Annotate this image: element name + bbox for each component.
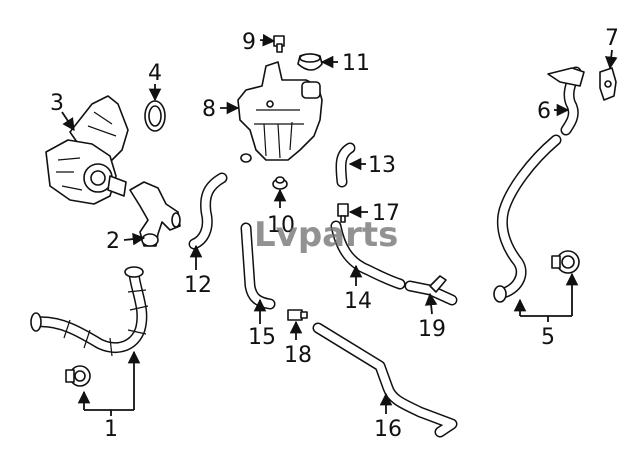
callout-12: 12: [184, 273, 212, 298]
callout-labels: 1 2 3 4 5 6 7 8 9 10 11 12 13 14 15 16 1…: [50, 26, 619, 442]
part-17-connector: [337, 203, 349, 223]
part-14-hose: [330, 220, 406, 290]
callout-9: 9: [242, 30, 256, 55]
part-6-upper-hose: [547, 66, 585, 136]
part-11-reservoir-cap: [297, 53, 323, 71]
callout-15: 15: [248, 325, 276, 350]
callout-11: 11: [342, 51, 370, 76]
callout-8: 8: [202, 97, 216, 122]
part-16-heater-hose: [312, 322, 458, 438]
part-19-y-hose: [404, 275, 458, 306]
part-5-hose-clamp: [551, 250, 580, 274]
callout-10: 10: [267, 213, 295, 238]
callout-1: 1: [104, 417, 118, 442]
callout-13: 13: [368, 153, 396, 178]
part-3-thermostat-housing: [45, 95, 129, 205]
callout-7: 7: [605, 26, 619, 51]
part-10-grommet: [272, 176, 288, 190]
callout-3: 3: [50, 91, 64, 116]
callout-5: 5: [541, 325, 555, 350]
part-13-hose: [335, 142, 356, 188]
part-2-outlet-fitting: [129, 181, 181, 247]
callout-17: 17: [372, 201, 400, 226]
part-18-connector: [287, 309, 308, 321]
callout-18: 18: [284, 343, 312, 368]
part-7-flange: [599, 67, 617, 101]
part-5-radiator-hose: [493, 134, 562, 303]
part-12-bypass-hose: [188, 172, 228, 250]
callout-16: 16: [374, 417, 402, 442]
callout-14: 14: [344, 289, 372, 314]
callout-4: 4: [148, 61, 162, 86]
part-1-hose-clamp: [65, 365, 91, 387]
part-1-radiator-hose: [30, 266, 149, 357]
watermark: Lvparts: [254, 215, 398, 255]
part-15-hose: [240, 222, 276, 310]
callout-19: 19: [418, 317, 446, 342]
part-4-o-ring: [144, 100, 166, 132]
part-9-bolt: [273, 35, 285, 53]
leader-lines: [61, 33, 618, 416]
part-8-coolant-reservoir: [237, 61, 323, 163]
callout-2: 2: [106, 229, 120, 254]
callout-6: 6: [537, 99, 551, 124]
